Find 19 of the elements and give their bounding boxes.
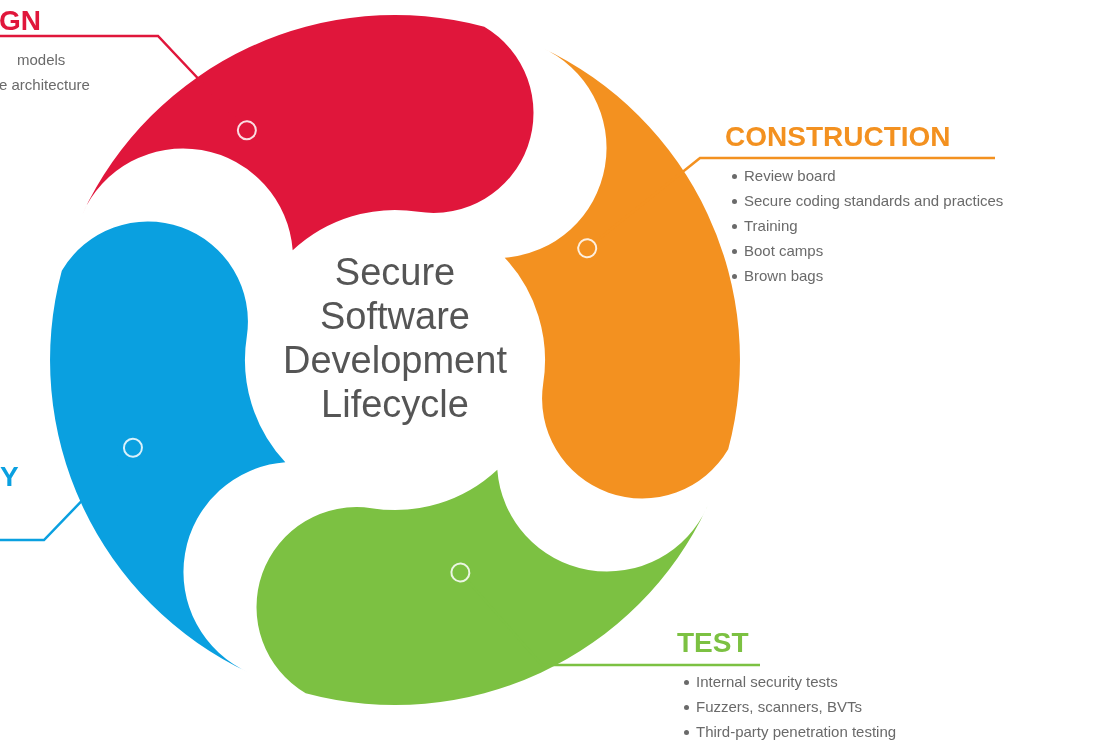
bullet-item: Brown bags bbox=[744, 266, 824, 284]
bullet-item: Fuzzers, scanners, BVTs bbox=[696, 697, 862, 715]
bullet-item: Internal security tests bbox=[696, 672, 838, 690]
phase-heading: CONSTRUCTION bbox=[725, 122, 952, 153]
bullet-item: Training bbox=[744, 216, 798, 234]
leader-line bbox=[0, 34, 257, 141]
phase-heading: Y bbox=[0, 462, 19, 493]
center-title: Secure Software Development Lifecycle bbox=[255, 250, 535, 426]
phase-heading: GN bbox=[0, 6, 42, 37]
bullet-item: models bbox=[17, 50, 66, 68]
bullet-item: Secure coding standards and practices bbox=[744, 191, 1004, 209]
bullet-item: e architecture bbox=[0, 75, 90, 93]
bullet-item: Boot camps bbox=[744, 241, 824, 259]
bullet-item: Third-party penetration testing bbox=[696, 722, 897, 740]
leader-line bbox=[0, 437, 143, 542]
leader-line bbox=[450, 562, 760, 667]
leader-line bbox=[577, 156, 995, 259]
phase-heading: TEST bbox=[677, 628, 750, 659]
bullet-item: Review board bbox=[744, 166, 836, 184]
